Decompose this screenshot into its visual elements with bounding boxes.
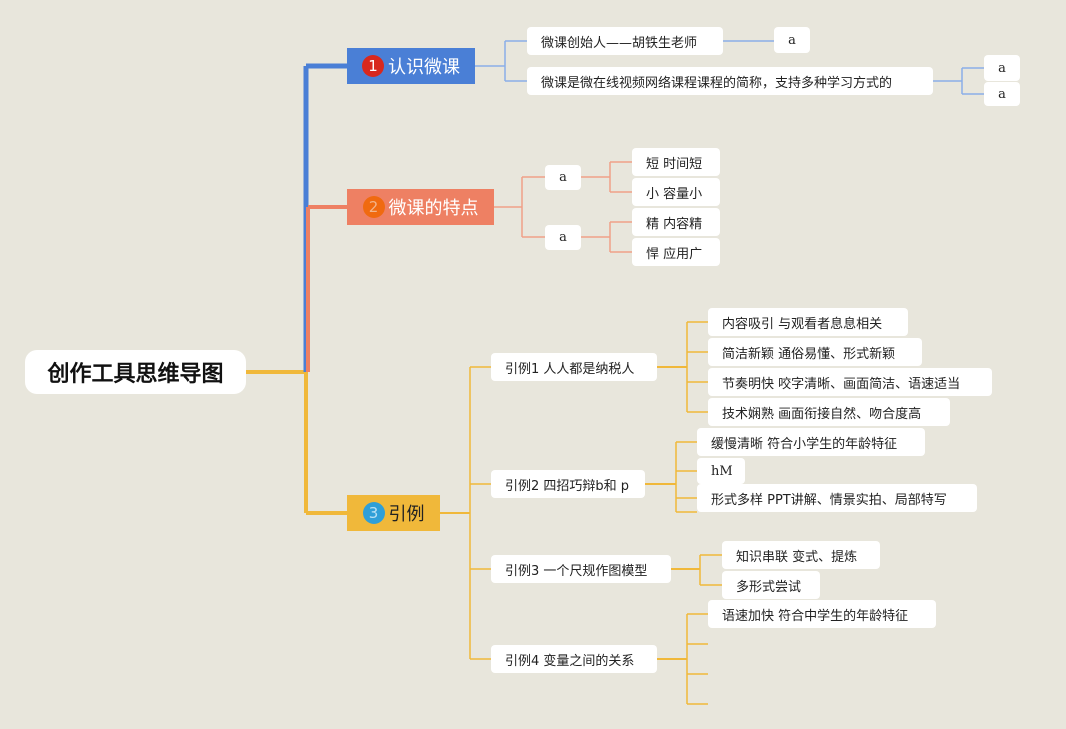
b2-child-1[interactable]: a (545, 165, 581, 190)
number-1-icon: 1 (362, 55, 384, 77)
branch-1-node[interactable]: 1 认识微课 (347, 48, 475, 84)
branch-1-label: 认识微课 (388, 57, 460, 78)
b3-child-2-leaf-3[interactable]: 形式多样 PPT讲解、情景实拍、局部特写 (697, 484, 977, 512)
b1-child-1-leaf-1[interactable]: a (774, 27, 810, 53)
b2-child-2-leaf-2[interactable]: 悍 应用广 (632, 238, 720, 266)
branch-3-label: 引例 (388, 504, 425, 525)
b2-child-2[interactable]: a (545, 225, 581, 250)
b1-child-1[interactable]: 微课创始人——胡铁生老师 (527, 27, 723, 55)
b2-child-2-leaf-1[interactable]: 精 内容精 (632, 208, 720, 236)
b1-child-2[interactable]: 微课是微在线视频网络课程课程的简称，支持多种学习方式的 (527, 67, 933, 95)
b3-child-2[interactable]: 引例2 四招巧辩b和 p (491, 470, 645, 498)
b3-child-3-leaf-2[interactable]: 多形式尝试 (722, 571, 820, 599)
b1-child-2-leaf-1[interactable]: a (984, 55, 1020, 81)
b3-child-2-leaf-1[interactable]: 缓慢清晰 符合小学生的年龄特征 (697, 428, 925, 456)
b3-child-3[interactable]: 引例3 一个尺规作图模型 (491, 555, 671, 583)
number-3-icon: 3 (362, 502, 385, 524)
b1-child-2-leaf-2[interactable]: a (984, 82, 1020, 106)
branch-2-label: 微课的特点 (388, 198, 479, 219)
b3-child-2-leaf-2[interactable]: hM (697, 458, 745, 484)
number-2-icon: 2 (362, 196, 385, 218)
branch-3-node[interactable]: 3 引例 (347, 495, 440, 531)
b3-child-1[interactable]: 引例1 人人都是纳税人 (491, 353, 657, 381)
b3-child-4-leaf-1[interactable]: 语速加快 符合中学生的年龄特征 (708, 600, 936, 628)
branch-2-node[interactable]: 2 微课的特点 (347, 189, 494, 225)
root-node[interactable]: 创作工具思维导图 (25, 350, 246, 394)
b3-child-4[interactable]: 引例4 变量之间的关系 (491, 645, 657, 673)
b2-child-1-leaf-2[interactable]: 小 容量小 (632, 178, 720, 206)
b3-child-3-leaf-1[interactable]: 知识串联 变式、提炼 (722, 541, 880, 569)
b2-child-1-leaf-1[interactable]: 短 时间短 (632, 148, 720, 176)
b3-child-1-leaf-4[interactable]: 技术娴熟 画面衔接自然、吻合度高 (708, 398, 950, 426)
b3-child-1-leaf-1[interactable]: 内容吸引 与观看者息息相关 (708, 308, 908, 336)
b3-child-1-leaf-3[interactable]: 节奏明快 咬字清晰、画面简洁、语速适当 (708, 368, 992, 396)
b3-child-1-leaf-2[interactable]: 简洁新颖 通俗易懂、形式新颖 (708, 338, 922, 366)
